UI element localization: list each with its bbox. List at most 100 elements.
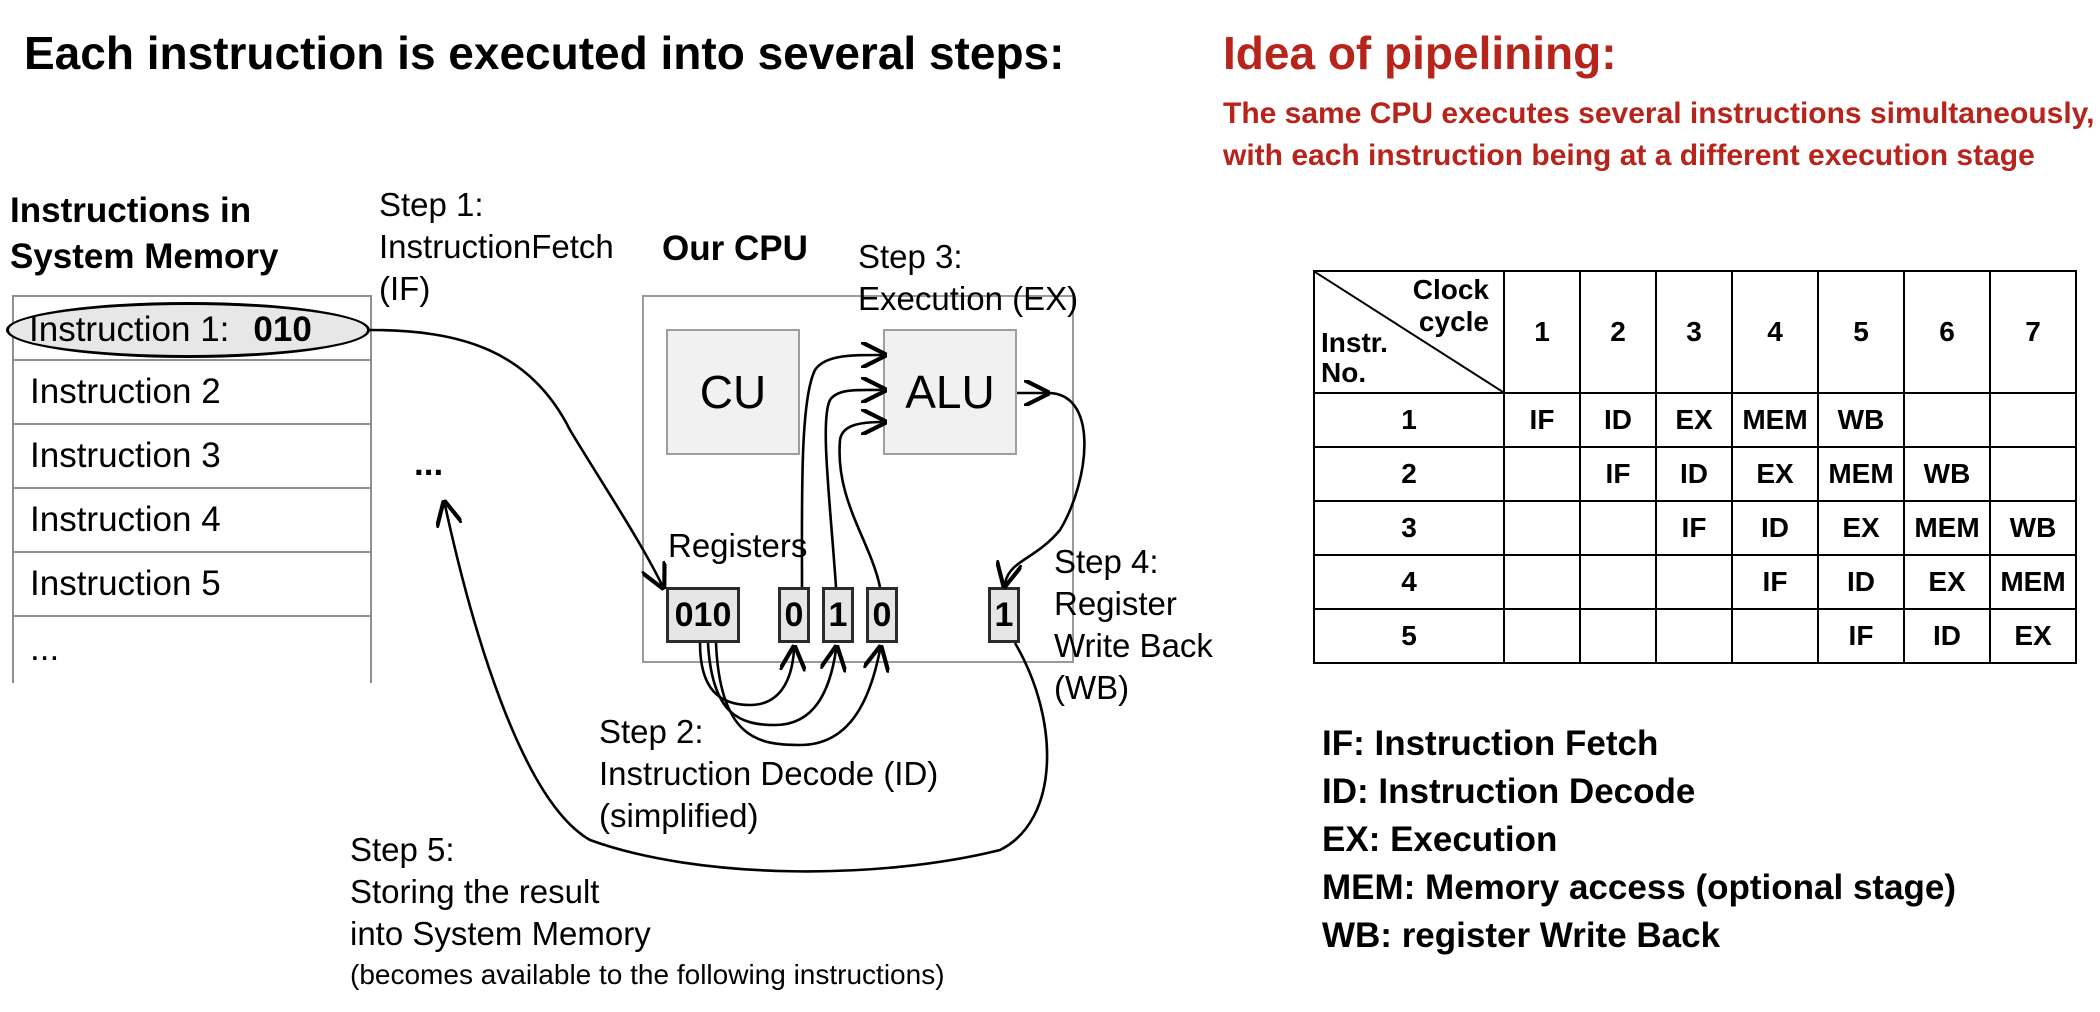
stage-cell: IF: [1579, 446, 1657, 502]
stage-cell: [1503, 446, 1581, 502]
stage-cell: EX: [1655, 392, 1733, 448]
operand-arrow-c: [838, 422, 882, 588]
stage-cell: MEM: [1731, 392, 1819, 448]
step-1-abbr: (IF): [379, 270, 431, 307]
legend-wb: WB: register Write Back: [1322, 916, 1721, 955]
stage-cell: [1503, 554, 1581, 610]
stage-cell: ID: [1579, 392, 1657, 448]
memory-row-1: [14, 295, 370, 359]
stage-cell: [1903, 392, 1991, 448]
stage-cell: MEM: [1903, 500, 1991, 556]
stage-cell: [1655, 608, 1733, 664]
decode-arrow-b: [706, 643, 836, 727]
corner-bottom-label: Instr. No.: [1321, 328, 1388, 388]
operand-arrow-b: [824, 390, 882, 588]
step-5-line-3: into System Memory: [350, 915, 651, 952]
step-4-label: Step 4: Register Write Back (WB): [1054, 541, 1213, 709]
step-1-title: Step 1:: [379, 186, 484, 223]
cycle-header: 4: [1731, 270, 1819, 394]
legend-ex: EX: Execution: [1322, 820, 1558, 859]
memory-heading: Instructions in System Memory: [10, 188, 278, 280]
instruction-3-label: Instruction 3: [30, 436, 221, 475]
stage-cell: WB: [1817, 392, 1905, 448]
right-subtitle: The same CPU executes several instructio…: [1223, 93, 2100, 177]
stage-cell: EX: [1731, 446, 1819, 502]
corner-top-line-2: cycle: [1418, 306, 1489, 337]
memory-ellipsis: ...: [414, 444, 444, 483]
memory-heading-line-2: System Memory: [10, 237, 279, 276]
right-subtitle-line-2: with each instruction being at a differe…: [1223, 139, 2035, 172]
stage-cell: IF: [1503, 392, 1581, 448]
memory-row-4: Instruction 4: [14, 487, 370, 551]
step-4-line-3: Write Back: [1054, 627, 1213, 664]
step-2-note: (simplified): [599, 797, 759, 834]
stage-cell: MEM: [1817, 446, 1905, 502]
step-2-title: Step 2:: [599, 713, 704, 750]
corner-diagonal: [1315, 272, 1503, 392]
decode-arrow-c: [714, 643, 880, 747]
pipeline-header-row: Clock cycle Instr. No. 1 2 3 4 5 6 7: [1313, 270, 2077, 394]
stage-cell: WB: [1989, 500, 2077, 556]
memory-row-2: Instruction 2: [14, 359, 370, 423]
step-1-label: Step 1: InstructionFetch (IF): [379, 184, 614, 310]
instruction-1-label: Instruction 1:: [29, 310, 230, 349]
register-a: 0: [778, 587, 810, 643]
stage-cell: IF: [1817, 608, 1905, 664]
step-3-name: Execution (EX): [858, 280, 1079, 317]
pipeline-table: Clock cycle Instr. No. 1 2 3 4 5 6 7 1 I…: [1313, 270, 2077, 664]
stage-legend: IF: Instruction Fetch ID: Instruction De…: [1322, 720, 1956, 960]
cycle-header: 1: [1503, 270, 1581, 394]
stage-cell: ID: [1655, 446, 1733, 502]
pipeline-row-5: 5 IF ID EX: [1313, 608, 2077, 664]
stage-cell: WB: [1903, 446, 1991, 502]
operand-arrow-a: [800, 355, 882, 588]
memory-row-3: Instruction 3: [14, 423, 370, 487]
instr-no-cell: 3: [1313, 500, 1505, 556]
pipeline-row-1: 1 IF ID EX MEM WB: [1313, 392, 2077, 448]
step-4-title: Step 4:: [1054, 543, 1159, 580]
stage-cell: IF: [1655, 500, 1733, 556]
instruction-1-code: 010: [253, 310, 312, 349]
step-3-label: Step 3: Execution (EX): [858, 236, 1078, 320]
register-instruction: 010: [666, 587, 740, 643]
step-5-line-2: Storing the result: [350, 873, 600, 910]
register-c: 0: [866, 587, 898, 643]
stage-cell: ID: [1731, 500, 1819, 556]
stage-cell: [1579, 500, 1657, 556]
register-b: 1: [822, 587, 854, 643]
cycle-header: 2: [1579, 270, 1657, 394]
instr-no-cell: 1: [1313, 392, 1505, 448]
writeback-arrow: [1005, 391, 1086, 583]
pipeline-corner-cell: Clock cycle Instr. No.: [1313, 270, 1505, 394]
instr-no-cell: 4: [1313, 554, 1505, 610]
right-subtitle-line-1: The same CPU executes several instructio…: [1223, 97, 2095, 130]
stage-cell: [1989, 446, 2077, 502]
stage-cell: [1989, 392, 2077, 448]
legend-mem: MEM: Memory access (optional stage): [1322, 868, 1957, 907]
instruction-1-highlight: Instruction 1: 010: [6, 302, 370, 358]
register-result: 1: [988, 587, 1020, 643]
stage-cell: [1579, 608, 1657, 664]
step-4-line-2: Register: [1054, 585, 1177, 622]
step-5-label: Step 5: Storing the result into System M…: [350, 829, 945, 995]
instr-no-cell: 2: [1313, 446, 1505, 502]
step-2-name: Instruction Decode (ID): [599, 755, 939, 792]
stage-cell: MEM: [1989, 554, 2077, 610]
stage-cell: IF: [1731, 554, 1819, 610]
stage-cell: [1503, 500, 1581, 556]
stage-cell: ID: [1817, 554, 1905, 610]
step-3-title: Step 3:: [858, 238, 963, 275]
memory-ellipsis-label: ...: [30, 629, 60, 668]
step-5-note: (becomes available to the following inst…: [350, 959, 945, 990]
corner-top-label: Clock cycle: [1413, 274, 1489, 338]
pipeline-row-3: 3 IF ID EX MEM WB: [1313, 500, 2077, 556]
memory-list: Instruction 2 Instruction 3 Instruction …: [12, 295, 372, 683]
stage-cell: [1731, 608, 1819, 664]
step-1-name: InstructionFetch: [379, 228, 614, 265]
stage-cell: ID: [1903, 608, 1991, 664]
cycle-header: 3: [1655, 270, 1733, 394]
fetch-arrow: [369, 328, 662, 585]
corner-bottom-line-2: No.: [1321, 357, 1367, 388]
left-title: Each instruction is executed into severa…: [24, 27, 1065, 79]
